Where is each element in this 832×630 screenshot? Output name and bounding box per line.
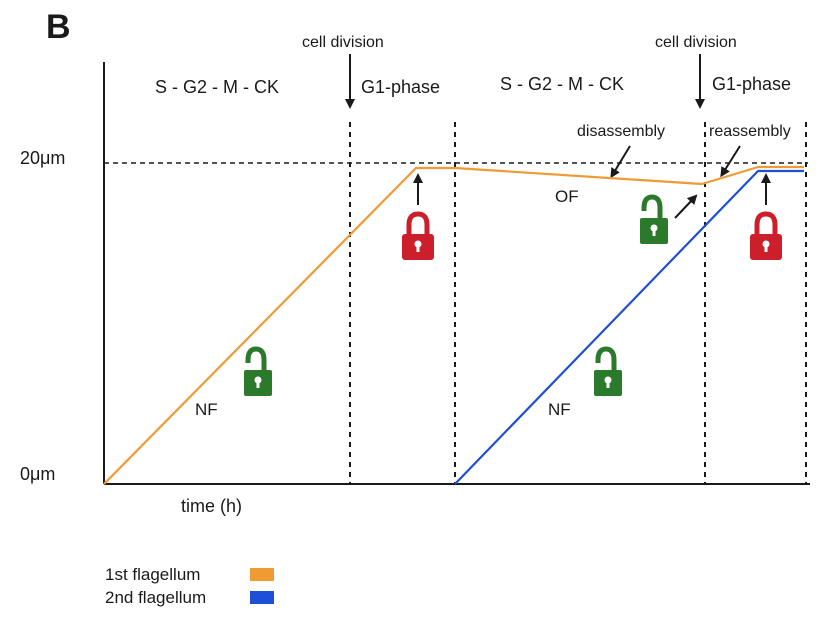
legend-second-label: 2nd flagellum (105, 588, 206, 607)
lock-open-icon (594, 346, 622, 396)
disassembly-label: disassembly (577, 123, 665, 140)
cycle1-division-label: cell division (302, 34, 384, 51)
y-axis-top-label: 20μm (20, 148, 65, 168)
y-axis-bottom-label: 0μm (20, 464, 55, 484)
second-flagellum-curve (454, 169, 804, 485)
cycle2-division-label: cell division (655, 34, 737, 51)
nf2-label: NF (548, 400, 571, 419)
lock-closed-icon (750, 211, 782, 260)
cycle1-g1-label: G1-phase (361, 77, 440, 97)
lock-closed-icon (402, 211, 434, 260)
disassembly-arrow (610, 145, 631, 179)
first-flagellum-curve (103, 165, 804, 485)
reassembly-arrow (720, 145, 741, 178)
lock-open-icon (244, 346, 272, 396)
x-axis-label: time (h) (181, 496, 242, 516)
nf1-label: NF (195, 400, 218, 419)
panel-label: B (46, 8, 71, 46)
legend-first-label: 1st flagellum (105, 565, 200, 584)
cycle2-g1-label: G1-phase (712, 74, 791, 94)
legend-second-swatch (250, 591, 274, 604)
lock-open-icon (640, 194, 668, 244)
cycle1-sgmck-label: S - G2 - M - CK (155, 77, 279, 97)
reassembly-label: reassembly (709, 123, 791, 140)
lock-arrow-2 (674, 194, 698, 219)
legend-first-swatch (250, 568, 274, 581)
of-label: OF (555, 187, 579, 206)
cycle2-sgmck-label: S - G2 - M - CK (500, 74, 624, 94)
